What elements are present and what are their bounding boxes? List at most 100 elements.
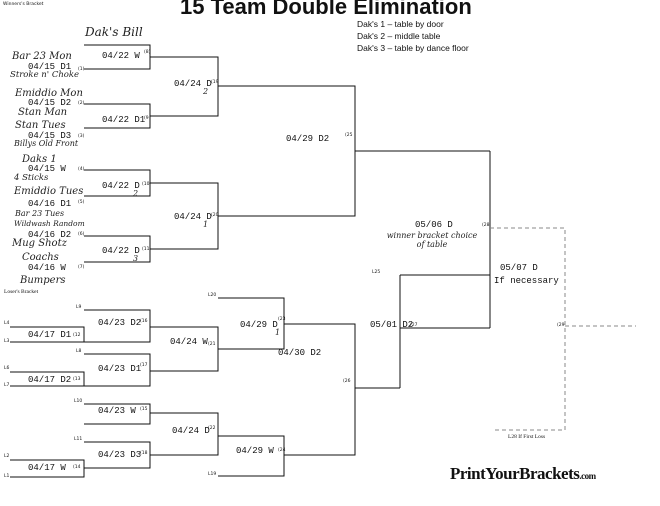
team-slot-4: Stan Man	[18, 107, 68, 118]
l-r4-1-in: L20	[208, 293, 217, 298]
l-r4-1-sched: 04/29 D	[240, 320, 278, 330]
winners-title-hw: Dak's Bill	[85, 25, 143, 39]
seed-slot-11: (6)	[78, 232, 85, 237]
l-r1-1-sched: 04/17 D1	[28, 330, 72, 340]
l-r2-3-in: L10	[74, 399, 83, 404]
w-r2-1-seed: (8)	[144, 50, 151, 55]
l-r2-1-in: L9	[76, 305, 82, 310]
sched-slot-13: 04/16 W	[28, 263, 66, 273]
seed-slot-13: (7)	[78, 265, 85, 270]
team-slot-9: Emiddio Tues	[14, 186, 84, 197]
l-r3-2-sched: 04/24 D	[172, 426, 210, 436]
l-r4-1-seed: (23	[278, 317, 286, 322]
l-r1-2-sched: 04/17 D2	[28, 375, 72, 385]
w-r2-4-note: 3	[133, 254, 139, 263]
final-note: winner bracket choice of table	[386, 231, 478, 249]
l-r2-4-in: L11	[74, 437, 83, 442]
seed-slot-3: (2)	[78, 101, 85, 106]
l-r2-4-seed: (18	[140, 451, 148, 456]
l-r5-sched: 04/30 D2	[278, 348, 322, 358]
w-r3-1-sched: 04/24 D	[174, 79, 212, 89]
l-r3-1-seed: (21	[208, 342, 216, 347]
if-first-loss-label: L28 If First Loss	[508, 434, 546, 440]
w-r3-1-note: 2	[203, 87, 209, 96]
l-r1-2-bot: L7	[4, 383, 10, 388]
w-r4-seed: (25	[345, 133, 353, 138]
corner-label: Winners's Bracket	[3, 2, 44, 7]
brand-tld: .com	[579, 471, 596, 481]
team-slot-8: 4 Sticks	[14, 173, 49, 183]
team-slot-12: Mug Shotz	[12, 238, 67, 249]
w-r2-2-seed: (9	[144, 116, 149, 121]
team-slot-10: Bar 23 Tues	[15, 209, 65, 218]
sched-slot-9: 04/16 D1	[28, 199, 72, 209]
legend-line-1: Dak's 1 – table by door	[357, 19, 444, 29]
l-r2-1-seed: (16	[140, 319, 148, 324]
team-slot-11: Wildwash Random	[14, 219, 85, 228]
l-r2-4-sched: 04/23 D3	[98, 450, 142, 460]
l-r4-2-seed: (24	[278, 448, 286, 453]
legend-line-2: Dak's 2 – middle table	[357, 31, 441, 41]
l-r2-2-in: L8	[76, 349, 82, 354]
seed-slot-5: (3)	[78, 134, 85, 139]
w-r3-2-sched: 04/24 D	[174, 212, 212, 222]
final-sched: 05/06 D	[415, 220, 453, 230]
sched-slot-11: 04/16 D2	[28, 230, 72, 240]
team-slot-5: Stan Tues	[15, 120, 66, 131]
l-r1-3-bot: L1	[4, 474, 10, 479]
l-r2-1-sched: 04/23 D2	[98, 318, 142, 328]
l-r1-1-top: L4	[4, 321, 10, 326]
l-r6-sched: 05/01 D2	[370, 320, 414, 330]
team-slot-14: Bumpers	[20, 275, 66, 286]
w-r2-3-sched: 04/22 D	[102, 181, 140, 191]
l-r3-1-sched: 04/24 W	[170, 337, 208, 347]
w-r2-2-sched: 04/22 D1	[102, 115, 146, 125]
l-r1-2-seed: (13	[73, 377, 81, 382]
w-r2-3-note: 2	[133, 189, 139, 198]
l-r4-2-sched: 04/29 W	[236, 446, 274, 456]
brand-logo: PrintYourBrackets.com	[450, 465, 596, 482]
l-r2-2-seed: (17	[140, 363, 148, 368]
team-slot-13: Coachs	[22, 252, 59, 263]
champ-sub: If necessary	[494, 276, 559, 286]
team-slot-2: Stroke n' Choke	[10, 70, 80, 80]
team-slot-6: Billys Old Front	[14, 139, 79, 148]
w-r4-sched: 04/29 D2	[286, 134, 330, 144]
sched-slot-5: 04/15 D3	[28, 131, 72, 141]
team-slot-7: Daks 1	[22, 154, 57, 165]
l-r1-2-top: L6	[4, 366, 10, 371]
l-r1-3-top: L2	[4, 454, 10, 459]
l-r1-3-seed: (14	[73, 465, 81, 470]
l-r6-seed: (27	[410, 323, 418, 328]
l-r4-1-note: 1	[275, 328, 281, 337]
w-r3-1-seed: (19	[211, 80, 219, 85]
l-r3-2-seed: (22	[208, 426, 216, 431]
champ-sched: 05/07 D	[500, 263, 538, 273]
w-r2-3-seed: (10	[142, 182, 150, 187]
l-r1-1-bot: L3	[4, 339, 10, 344]
l-r1-1-seed: (12	[73, 333, 81, 338]
w-r2-1-sched: 04/22 W	[102, 51, 140, 61]
l-r5-seed: (26	[343, 379, 351, 384]
team-slot-1: Bar 23 Mon	[12, 51, 72, 62]
seed-slot-7: (4)	[78, 167, 85, 172]
seed-slot-1: (1)	[78, 67, 85, 72]
losers-bracket-label: Loser's Bracket	[4, 289, 39, 295]
w-r2-4-sched: 04/22 D	[102, 246, 140, 256]
w-r3-2-seed: (20	[211, 213, 219, 218]
l-r2-2-sched: 04/23 D1	[98, 364, 142, 374]
seed-slot-9: (5)	[78, 200, 85, 205]
l-r2-3-sched: 04/23 W	[98, 406, 136, 416]
legend-line-3: Dak's 3 – table by dance floor	[357, 43, 469, 53]
sched-slot-3: 04/15 D2	[28, 98, 72, 108]
sched-slot-7: 04/15 W	[28, 164, 66, 174]
sched-slot-1: 04/15 D1	[28, 62, 72, 72]
l-r4-2-in: L19	[208, 472, 217, 477]
final-seed: (28	[482, 223, 490, 228]
brand-name: PrintYourBrackets	[450, 464, 580, 483]
w-r3-2-note: 1	[203, 220, 209, 229]
champ-seed: (29	[557, 323, 565, 328]
l-r1-3-sched: 04/17 W	[28, 463, 66, 473]
